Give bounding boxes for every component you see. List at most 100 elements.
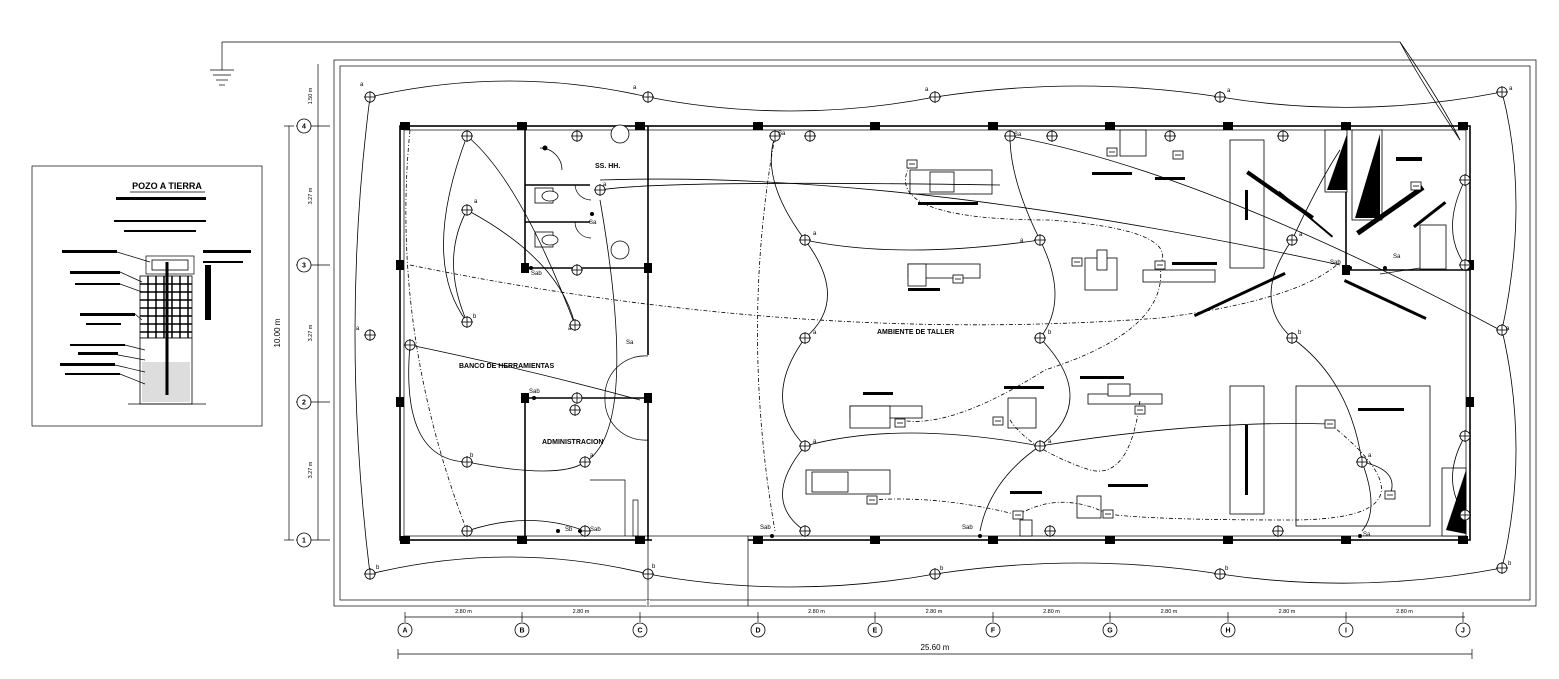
label-b: b [473,314,477,320]
switch-icon [590,212,594,216]
light-icon [799,525,811,537]
light-icon [1496,86,1508,98]
row-span-2: 3.27 m [308,324,314,341]
switch-icon [529,266,533,270]
column-square [517,536,527,544]
bay-dimension: 2.80 m [1396,609,1413,615]
label-sa: Sa [1363,532,1371,538]
light-icon [1034,332,1046,344]
label-b: b [1225,566,1229,572]
column-square [753,536,763,544]
outlet-icon [866,495,878,505]
switch-icon [1358,534,1362,538]
light-icon [579,456,591,468]
axis-label-I: I [1345,627,1347,634]
label-a: a [1368,453,1372,459]
bay-dimension: 2.80 m [455,609,472,615]
column-square [644,263,652,273]
axis-label-2: 2 [302,399,306,406]
label-sab: Sab [590,527,601,533]
column-square [870,122,880,130]
column-square [400,122,410,130]
label-a: a [1020,238,1024,244]
circuit-labels: a a a a a a a a a a a a a a a a a a b b … [356,82,1513,572]
light-icon [1286,234,1298,246]
light-icon [569,319,581,331]
column-square [521,393,529,403]
column-square [870,536,880,544]
label-a: a [925,87,929,93]
light-icon [804,130,816,142]
label-b: b [376,565,380,571]
light-icon [404,339,416,351]
axis-label-G: G [1107,627,1113,634]
switch-icon [1348,266,1352,270]
switch-icon [770,534,774,538]
axis-bubble-E [867,622,883,638]
light-icon [594,184,606,196]
outlet-icon [952,274,964,284]
light-icon [1214,91,1226,103]
label-sab: Sab [760,525,771,531]
label-b: b [1048,330,1052,336]
light-icon [1214,568,1226,580]
axis-bubble-B [514,622,530,638]
column-square [988,536,998,544]
switch-icon [578,529,582,533]
light-icon [1286,332,1298,344]
light-icon [1044,525,1056,537]
axis-label-F: F [991,627,996,634]
axis-bubble-F [985,622,1001,638]
outlet-icon [1154,260,1166,270]
axis-label-4: 4 [302,123,306,130]
label-b: b [1508,561,1512,567]
row-span-3: 3.27 m [308,461,314,478]
label-a: a [1509,86,1513,92]
row-span-1: 3.27 m [308,187,314,204]
light-icon [461,456,473,468]
outlet-icon [1012,510,1024,520]
light-icon [569,404,581,416]
light-icon [571,392,583,404]
switch-icon [1383,266,1387,270]
light-icon [461,525,473,537]
label-sa: Sa [589,220,597,226]
light-icon [642,91,654,103]
label-sab: Sab [1330,260,1341,266]
label-a: a [633,85,637,91]
light-icon [1459,509,1471,521]
room-label-administracion: ADMINISTRACION [542,439,603,446]
column-square [1466,397,1474,407]
label-a: a [474,199,478,205]
light-icon [1004,130,1016,142]
room-label-banco: BANCO DE HERRAMIENTAS [459,363,554,370]
column-square [1341,122,1351,130]
column-square [1341,536,1351,544]
label-a: a [813,231,817,237]
light-icon [1459,259,1471,271]
column-square [753,122,763,130]
light-icon [364,329,376,341]
axis-label-J: J [1461,627,1465,634]
outlet-icon [1071,257,1083,267]
pozo-a-tierra-detail: POZO A TIERRA [31,165,263,427]
room-labels: SS. HH. BANCO DE HERRAMIENTAS ADMINISTRA… [459,163,954,446]
outlet-icon [894,418,906,428]
label-b: b [1298,330,1302,336]
label-sb: Sb [565,527,573,533]
axis-bubble-I [1338,622,1354,638]
label-a: a [1048,439,1052,445]
light-icon [1272,525,1284,537]
light-icon [1034,234,1046,246]
axis-bubble-H [1220,622,1236,638]
axis-bubble-D [750,622,766,638]
column-square [635,536,645,544]
outlet-icon [1410,181,1422,191]
light-icon [571,264,583,276]
outlet-icon [1172,150,1184,160]
column-square [644,393,652,403]
axis-label-1: 1 [302,537,306,544]
